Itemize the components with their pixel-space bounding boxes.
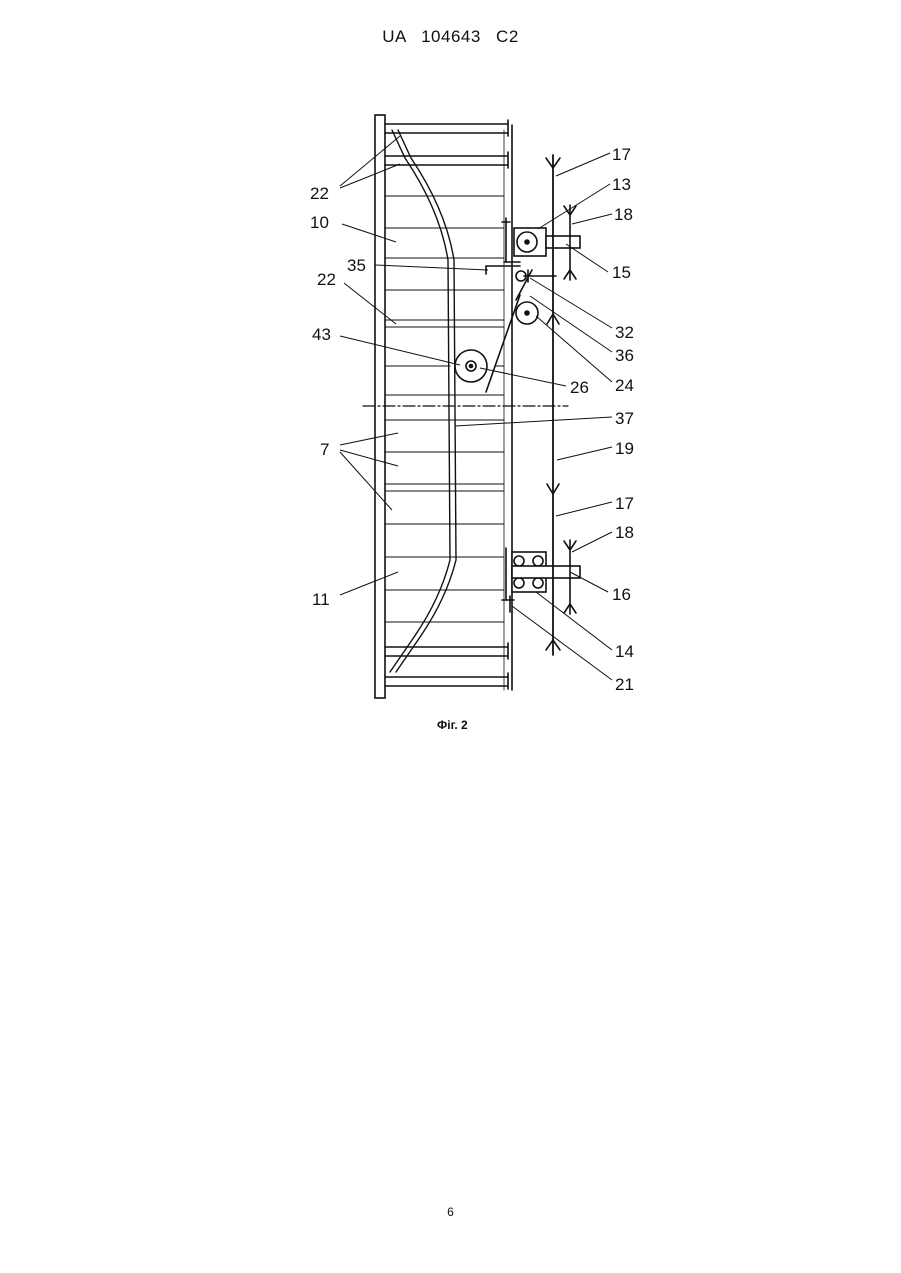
label-36: 36 [615,346,634,365]
figure-caption: Фіг. 2 [437,718,468,732]
page-number: 6 [0,1205,901,1219]
label-43: 43 [312,325,331,344]
label-15: 15 [612,263,631,282]
top-rollers [385,120,508,168]
label-24: 24 [615,376,634,395]
label-7: 7 [320,440,329,459]
label-32: 32 [615,323,634,342]
label-22-mid: 22 [317,270,336,289]
slats [385,196,504,622]
bottom-rollers [385,643,508,689]
label-37: 37 [615,409,634,428]
label-10: 10 [310,213,329,232]
label-11: 11 [312,590,330,609]
label-19: 19 [615,439,634,458]
label-14: 14 [615,642,634,661]
label-17-top: 17 [612,145,631,164]
label-13: 13 [612,175,631,194]
guide-rail [390,130,450,672]
label-16: 16 [612,585,631,604]
shaft-15 [546,236,580,248]
label-22-top: 22 [310,184,329,203]
label-26: 26 [570,378,589,397]
label-35: 35 [347,256,366,275]
label-18-top: 18 [614,205,633,224]
label-21: 21 [615,675,634,694]
label-17-bottom: 17 [615,494,634,513]
label-18-bottom: 18 [615,523,634,542]
